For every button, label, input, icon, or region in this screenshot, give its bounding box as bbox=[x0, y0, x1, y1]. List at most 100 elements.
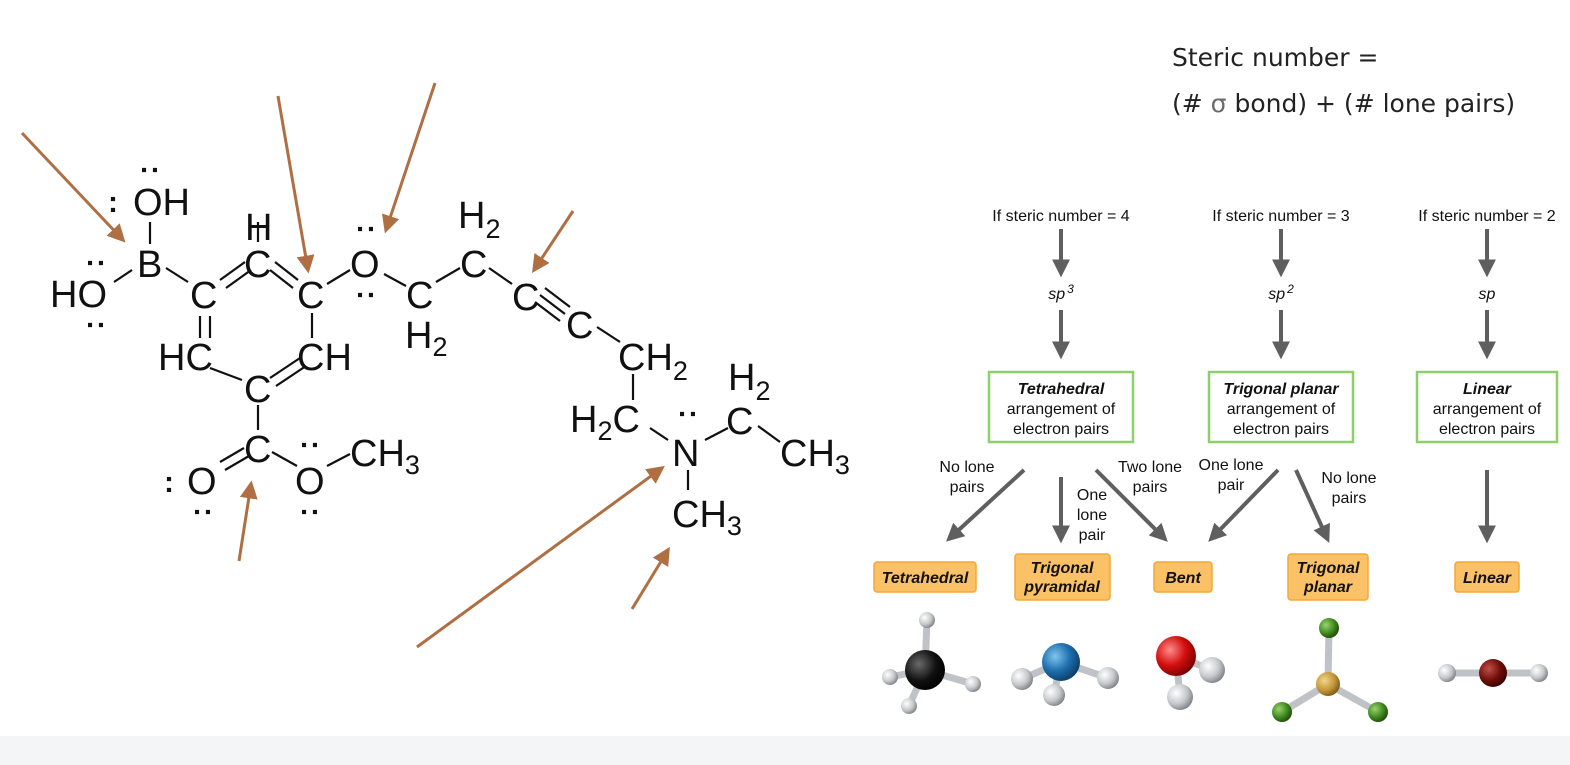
lone-pair: : bbox=[351, 224, 384, 234]
header-steric-4: If steric number = 4 bbox=[992, 208, 1129, 225]
arrow-to-ring-carbon bbox=[276, 95, 315, 274]
atom-c-ring-bottom: C bbox=[244, 369, 271, 411]
bond-c-o-ester bbox=[271, 451, 298, 467]
bond-c-o bbox=[326, 269, 351, 285]
box-line: arrangement of bbox=[1007, 401, 1116, 418]
box-linear-arrangement bbox=[1415, 370, 1559, 444]
bond-c-ch3-ethyl bbox=[757, 425, 781, 443]
box-line: arrangement of bbox=[1433, 401, 1542, 418]
formula-line-2: (# σ bond) + (# lone pairs) bbox=[1172, 89, 1515, 118]
bond-b-c bbox=[165, 267, 189, 283]
atom-ch2-b-h: H2 bbox=[405, 315, 447, 362]
bond-c-alkyne bbox=[488, 267, 513, 285]
bond-ring-2b bbox=[269, 269, 294, 289]
steric-number-formula: Steric number = (# σ bond) + (# lone pai… bbox=[1172, 43, 1515, 118]
bond-ring-6b bbox=[275, 365, 307, 387]
water-model bbox=[1156, 636, 1225, 710]
shape-box-trigonal-pyramidal bbox=[1014, 553, 1111, 601]
bond-ring-6a bbox=[269, 357, 301, 379]
atom-ethyl-h2: H2 bbox=[728, 357, 770, 406]
atom-c-2: C bbox=[244, 244, 271, 286]
box-line: electron pairs bbox=[1233, 421, 1329, 438]
formula-suffix: bond) + (# lone pairs) bbox=[1227, 89, 1516, 118]
shape-label: Tetrahedral bbox=[882, 570, 969, 587]
bond-c-o-double-a bbox=[219, 447, 245, 463]
box-title: Tetrahedral bbox=[1018, 381, 1105, 398]
lone-pairs: : : : : : : : : : : : bbox=[81, 165, 706, 517]
atom-ho-left: HO bbox=[50, 274, 107, 316]
bottom-band bbox=[0, 736, 1570, 765]
box-tetrahedral-arrangement bbox=[987, 370, 1135, 444]
bond-triple-c bbox=[534, 301, 561, 322]
bond-alkyne-ch2 bbox=[596, 326, 621, 343]
sigma-symbol: σ bbox=[1211, 89, 1227, 118]
box-title: Linear bbox=[1463, 381, 1512, 398]
arrow-to-nitrogen bbox=[416, 465, 665, 649]
arrow-to-boron bbox=[20, 131, 126, 243]
shape-label: Linear bbox=[1463, 570, 1512, 587]
shape-box-linear bbox=[1454, 561, 1520, 593]
arrow-to-ether-oxygen bbox=[382, 82, 437, 234]
atom-alkyne-c1: C bbox=[512, 277, 539, 319]
atom-ethyl-c: C bbox=[726, 401, 753, 443]
lone-pair: : bbox=[673, 409, 706, 419]
bond-c-o-double-b bbox=[224, 455, 250, 471]
ammonia-model bbox=[1011, 643, 1119, 706]
bond-ring-1b bbox=[225, 269, 252, 289]
lone-pair: : bbox=[188, 507, 221, 517]
arrow-to-alkyne-carbon bbox=[532, 210, 575, 274]
header-steric-2: If steric number = 2 bbox=[1418, 208, 1555, 225]
atom-h-top: H bbox=[245, 207, 272, 249]
atom-ch2-a-h: H2 bbox=[458, 195, 500, 244]
bond-ring-5 bbox=[209, 366, 243, 382]
bond-c-n bbox=[649, 427, 669, 441]
atom-hc-left: HC bbox=[158, 337, 213, 379]
header-steric-3: If steric number = 3 bbox=[1212, 208, 1349, 225]
atom-ch2-c: CH2 bbox=[618, 337, 688, 386]
box-line: arrangement of bbox=[1227, 401, 1336, 418]
bond-triple-b bbox=[544, 287, 571, 308]
hybridization-sp: sp bbox=[1479, 286, 1496, 303]
atom-ch2-a-c: C bbox=[460, 244, 487, 286]
box-trigonal-planar-arrangement bbox=[1207, 370, 1355, 444]
bond-o-ch3 bbox=[326, 453, 351, 467]
formula-prefix: (# bbox=[1172, 89, 1211, 118]
bond-ring-1a bbox=[219, 261, 246, 281]
atom-ether-o: O bbox=[350, 244, 380, 286]
bond-n-c bbox=[704, 427, 729, 441]
lone-pair: : bbox=[164, 466, 174, 499]
atom-ch-right: CH bbox=[297, 337, 352, 379]
lone-pair: : bbox=[295, 507, 328, 517]
linear-model bbox=[1438, 659, 1548, 687]
atom-c-3: C bbox=[297, 275, 324, 317]
atom-h2c: H2C bbox=[570, 399, 640, 446]
bond-b-ho bbox=[113, 269, 133, 283]
shape-box-tetrahedral bbox=[873, 561, 977, 593]
lone-pair: : bbox=[351, 290, 384, 300]
atom-ethyl-ch3: CH3 bbox=[780, 433, 850, 480]
branch-arrow bbox=[1094, 468, 1168, 542]
box-line: electron pairs bbox=[1439, 421, 1535, 438]
box-line: electron pairs bbox=[1013, 421, 1109, 438]
bonds bbox=[113, 222, 781, 490]
branch-arrow bbox=[1208, 468, 1280, 542]
pointer-arrows bbox=[20, 82, 670, 649]
shape-box-trigonal-planar bbox=[1287, 553, 1369, 601]
shape-label: Bent bbox=[1165, 570, 1201, 587]
atoms: OH HO B C H C C O H2 C C H2 C C CH2 HC C… bbox=[50, 182, 850, 541]
lone-pair: : bbox=[108, 186, 118, 219]
atom-c-1: C bbox=[190, 275, 217, 317]
trigonal-planar-model bbox=[1272, 618, 1388, 722]
formula-line-1: Steric number = bbox=[1172, 43, 1378, 72]
lone-pair: : bbox=[135, 165, 168, 175]
